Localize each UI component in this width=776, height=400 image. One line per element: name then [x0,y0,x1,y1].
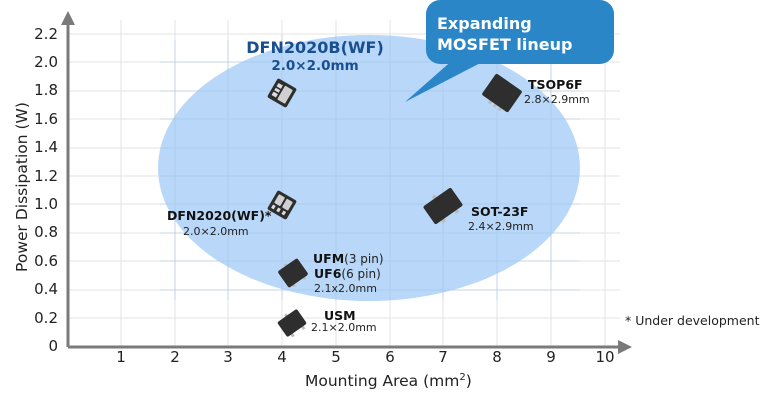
x-tick-1: 1 [116,348,126,366]
axes [61,11,632,354]
y-tick-2.0: 2.0 [34,53,58,71]
dfn2020-size: 2.0×2.0mm [183,225,249,238]
sot23f-chip-icon [423,188,463,224]
lineup-highlight-ellipse [158,35,580,301]
x-tick-10: 10 [595,348,615,366]
y-axis-title: Power Dissipation (W) [13,102,31,272]
callout-bubble [405,0,614,102]
ufm-uf6-chip-icon [278,258,308,288]
tsop6f-chip-icon [482,73,522,113]
dfn2020b-label: DFN2020B(WF) [246,38,384,57]
y-tick-1.0: 1.0 [34,195,58,213]
uf6-label: UF6(6 pin) [314,266,381,281]
y-tick-1.2: 1.2 [34,167,58,185]
callout-line-2: MOSFET lineup [437,35,573,54]
y-tick-1.6: 1.6 [34,110,58,128]
x-tick-6: 6 [385,348,395,366]
y-tick-0: 0 [48,337,58,355]
x-tick-4: 4 [277,348,287,366]
y-tick-1.8: 1.8 [34,81,58,99]
y-tick-0.8: 0.8 [34,223,58,241]
y-tick-0.2: 0.2 [34,309,58,327]
sot23f-size: 2.4×2.9mm [468,220,534,233]
x-tick-2: 2 [170,348,180,366]
dfn2020-label: DFN2020(WF)* [167,208,272,223]
ufm-uf6-size: 2.1x2.0mm [314,282,377,295]
usm-label: USM [324,308,356,323]
x-tick-8: 8 [492,348,502,366]
usm-size: 2.1×2.0mm [311,321,377,334]
y-tick-2.2: 2.2 [34,25,58,43]
dfn2020b-chip-icon [267,78,297,108]
tsop6f-size: 2.8×2.9mm [524,93,590,106]
callout-text: Expanding MOSFET lineup [437,13,572,55]
dfn2020-chip-icon [267,190,297,220]
dfn2020b-size: 2.0×2.0mm [271,58,359,74]
y-tick-0.6: 0.6 [34,252,58,270]
x-axis-title: Mounting Area (mm2) [305,372,472,391]
sot23f-label: SOT-23F [471,204,529,219]
ufm-label: UFM(3 pin) [313,251,384,266]
footnote-under-development: * Under development [625,313,760,328]
callout-line-1: Expanding [437,14,532,33]
x-tick-3: 3 [223,348,233,366]
y-tick-0.4: 0.4 [34,280,58,298]
y-tick-1.4: 1.4 [34,138,58,156]
usm-chip-icon [277,309,307,338]
x-tick-7: 7 [438,348,448,366]
x-tick-5: 5 [331,348,341,366]
x-tick-9: 9 [546,348,556,366]
tsop6f-label: TSOP6F [528,77,583,92]
